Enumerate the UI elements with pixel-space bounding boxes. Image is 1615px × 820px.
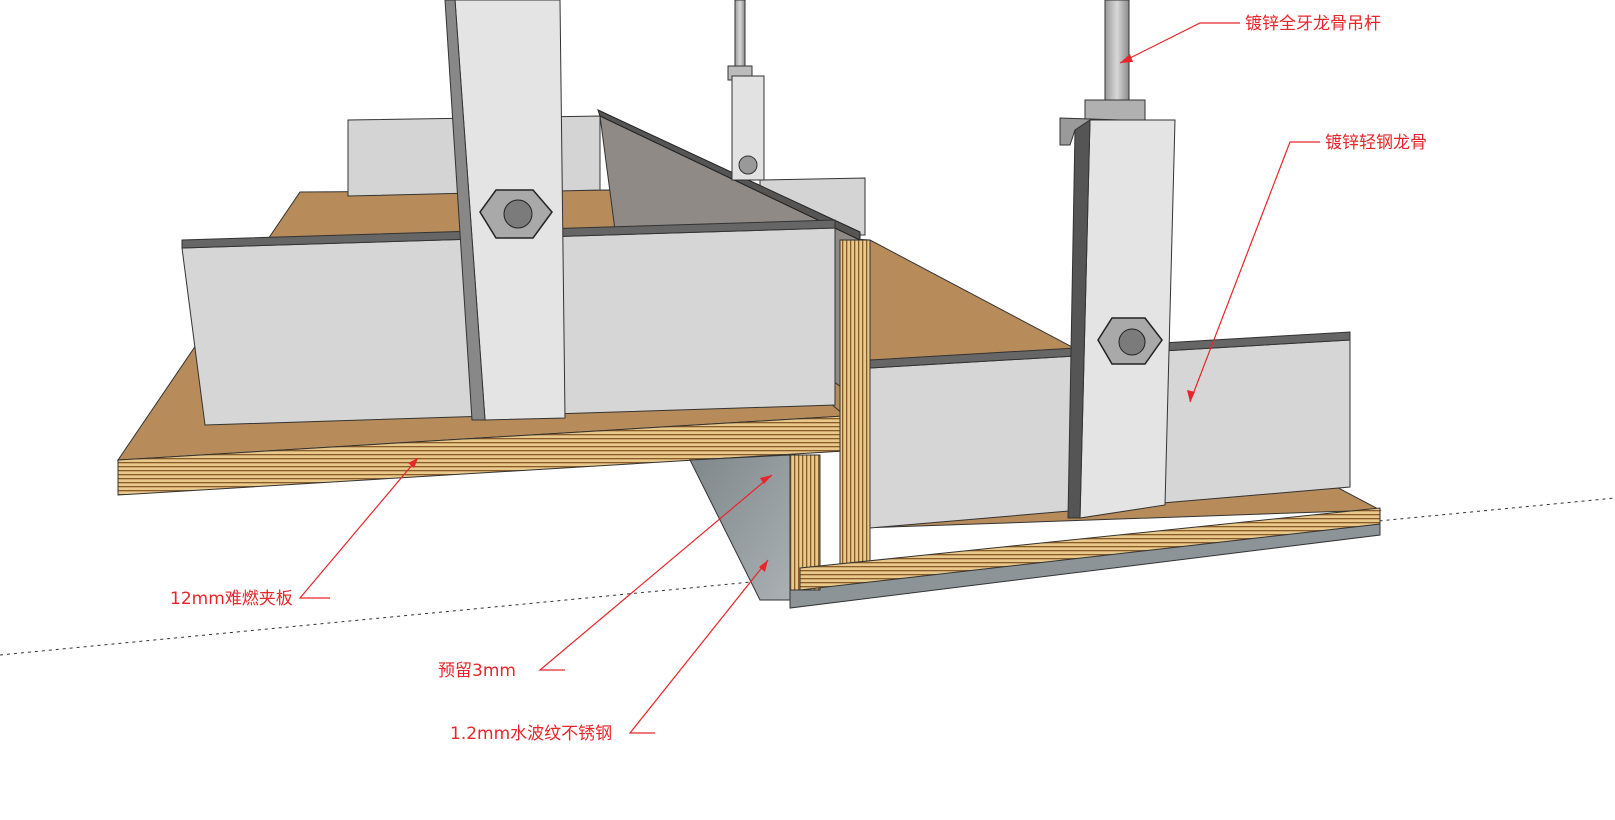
- back-bolt: [738, 155, 758, 175]
- label-stainless-steel: 1.2mm水波纹不锈钢: [450, 724, 612, 744]
- leader-gap: [538, 474, 773, 671]
- plywood-inner-fin: [789, 454, 821, 591]
- arrow-plywood: [408, 458, 418, 468]
- left-bolt-head: [503, 199, 533, 229]
- plywood-edge-right: [799, 507, 1381, 591]
- arrow-hanger-rod: [1120, 54, 1133, 63]
- leader-plywood: [298, 457, 419, 599]
- arrow-light-keel: [1187, 390, 1195, 402]
- label-hanger-rod: 镀锌全牙龙骨吊杆: [1245, 14, 1381, 34]
- annotation-arrowheads: [408, 54, 1195, 572]
- plywood-vertical-fin: [839, 239, 871, 586]
- annotation-leaders: [298, 22, 1320, 734]
- arrow-stainless: [759, 560, 768, 572]
- label-plywood: 12mm难燃夹板: [170, 589, 293, 609]
- left-bracket-side: [444, 0, 486, 421]
- arrow-gap: [760, 475, 772, 484]
- stainless-steel-wrap: [689, 454, 791, 601]
- leader-stainless: [628, 559, 769, 734]
- label-reserved-gap: 预留3mm: [438, 661, 516, 681]
- right-bracket-side: [1067, 119, 1091, 519]
- right-hanger-rod: [1104, 0, 1130, 106]
- label-light-steel-keel: 镀锌轻钢龙骨: [1325, 133, 1427, 153]
- back-hanger-rod: [734, 0, 746, 71]
- leader-light-keel: [1189, 141, 1320, 403]
- right-top-nut: [1084, 99, 1146, 121]
- leader-hanger-rod: [1119, 22, 1240, 64]
- right-bolt-head: [1118, 328, 1146, 356]
